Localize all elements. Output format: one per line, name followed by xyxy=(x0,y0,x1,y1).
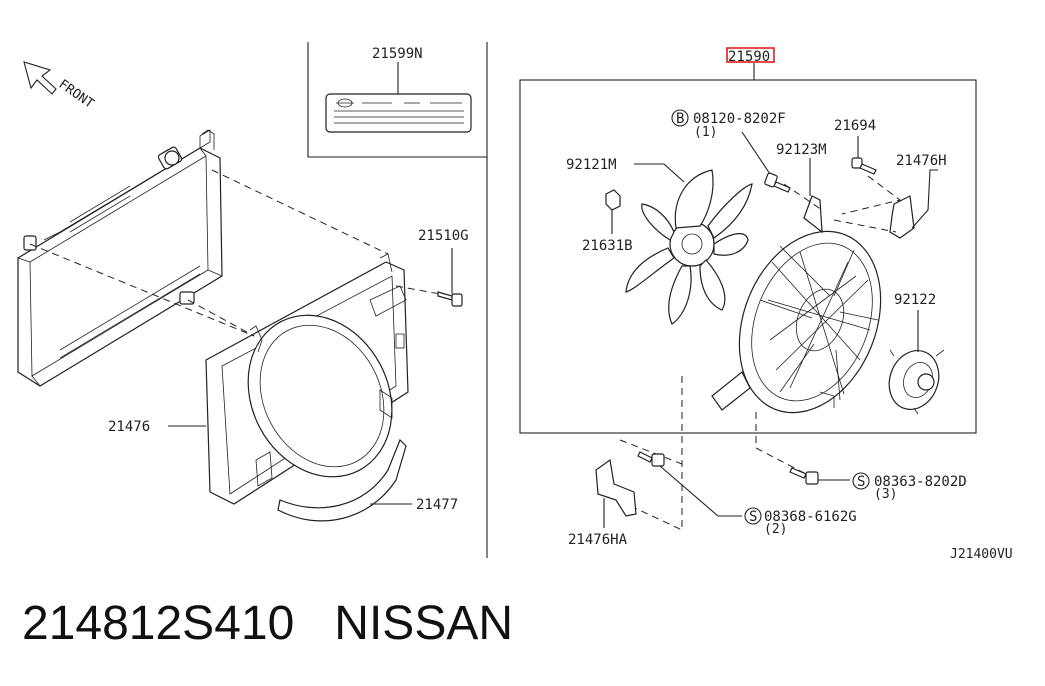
motor-92122 xyxy=(888,349,945,415)
bracket-21476HA xyxy=(595,458,637,517)
label-21510G: 21510G xyxy=(418,228,469,244)
footer-part-number: 214812S410 xyxy=(22,597,295,650)
bolt-08363 xyxy=(789,467,819,485)
label-08368-circle: S xyxy=(749,509,757,525)
label-92122: 92122 xyxy=(894,292,936,308)
label-08363-qty: (3) xyxy=(874,487,897,502)
fan-shroud-frame xyxy=(711,195,882,414)
front-arrow-icon xyxy=(23,61,57,95)
label-08368: 08368-6162G xyxy=(764,509,857,525)
label-21631B: 21631B xyxy=(582,238,633,254)
label-08120-qty: (1) xyxy=(694,125,717,140)
shroud-21476 xyxy=(205,253,409,505)
label-21599N: 21599N xyxy=(372,46,423,62)
label-08120: 08120-8202F xyxy=(693,111,786,127)
label-08363: 08363-8202D xyxy=(874,474,967,490)
nut-21631B xyxy=(605,189,621,211)
screw-08120 xyxy=(764,172,791,193)
fan-blade-92121M xyxy=(625,169,753,325)
front-label: FRONT xyxy=(56,77,97,112)
reference-code: J21400VU xyxy=(950,547,1013,562)
label-21476H: 21476H xyxy=(896,153,947,169)
fan-assembly-box xyxy=(519,79,977,434)
radiator xyxy=(17,129,223,387)
label-08368-qty: (2) xyxy=(764,522,787,537)
footer-brand: NISSAN xyxy=(334,597,514,650)
bolt-21510G xyxy=(437,291,463,307)
label-21694: 21694 xyxy=(834,118,876,134)
label-21477: 21477 xyxy=(416,497,458,513)
label-08120-circle: B xyxy=(676,111,684,127)
label-92123M: 92123M xyxy=(776,142,827,158)
label-21476HA: 21476HA xyxy=(568,532,628,548)
bolt-21694 xyxy=(851,157,877,175)
label-21590: 21590 xyxy=(728,49,770,65)
bracket-21476H xyxy=(889,195,915,239)
lower-shroud-21477 xyxy=(277,438,407,522)
label-21476: 21476 xyxy=(108,419,150,435)
bolt-08368 xyxy=(637,451,665,467)
footer-title: 214812S410 NISSAN xyxy=(22,596,513,651)
highlight-21590 xyxy=(726,47,775,63)
label-box-frame xyxy=(307,42,487,158)
label-plate-21599N xyxy=(325,93,472,133)
label-08363-circle: S xyxy=(857,474,865,490)
label-92121M: 92121M xyxy=(566,157,617,173)
